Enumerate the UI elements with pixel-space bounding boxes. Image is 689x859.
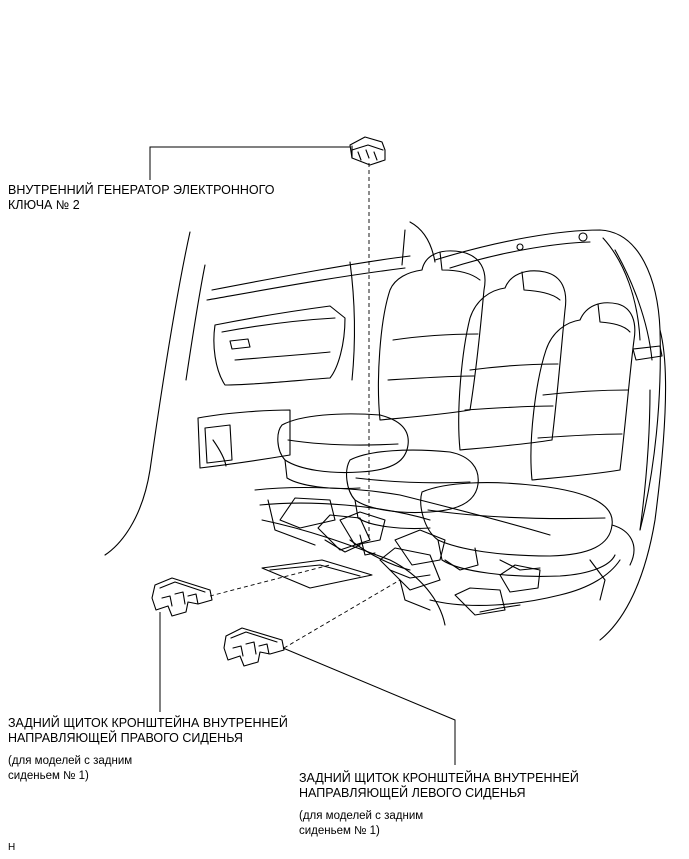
generator-label: ВНУТРЕННИЙ ГЕНЕРАТОР ЭЛЕКТРОННОГО КЛЮЧА … <box>8 183 274 213</box>
floor-mat <box>261 559 373 589</box>
right-cover-note: (для моделей с задним сиденьем № 1) <box>8 754 132 784</box>
right-cover-label: ЗАДНИЙ ЩИТОК КРОНШТЕЙНА ВНУТРЕННЕЙ НАПРА… <box>8 716 288 746</box>
left-cover-label-line2: НАПРАВЛЯЮЩЕЙ ЛЕВОГО СИДЕНЬЯ <box>299 786 526 800</box>
seat-brackets <box>339 511 606 601</box>
corner-mark: H <box>8 842 16 853</box>
right-cover-note-line2: сиденьем № 1) <box>8 770 89 782</box>
generator-label-line2: КЛЮЧА № 2 <box>8 198 80 212</box>
left-rail-cover-part <box>223 627 285 667</box>
leader-lines <box>149 146 456 765</box>
left-cover-label-line1: ЗАДНИЙ ЩИТОК КРОНШТЕЙНА ВНУТРЕННЕЙ <box>299 771 579 785</box>
key-generator-part <box>349 136 386 166</box>
left-cover-label: ЗАДНИЙ ЩИТОК КРОНШТЕЙНА ВНУТРЕННЕЙ НАПРА… <box>299 771 579 801</box>
door-trim <box>197 261 355 469</box>
left-cover-note: (для моделей с задним сиденьем № 1) <box>299 809 423 839</box>
left-cover-note-line1: (для моделей с задним <box>299 810 424 822</box>
floor-rails <box>254 486 621 626</box>
right-cover-label-line1: ЗАДНИЙ ЩИТОК КРОНШТЕЙНА ВНУТРЕННЕЙ <box>8 716 288 730</box>
right-cover-note-line1: (для моделей с задним <box>8 755 133 767</box>
seat-cushions <box>277 413 635 577</box>
dashed-guides <box>209 163 401 649</box>
left-cover-note-line2: сиденьем № 1) <box>299 825 380 837</box>
right-rail-cover-part <box>151 577 213 617</box>
right-cover-label-line2: НАПРАВЛЯЮЩЕЙ ПРАВОГО СИДЕНЬЯ <box>8 731 243 745</box>
car-body-outline <box>104 221 667 641</box>
seat-backs <box>377 250 636 481</box>
generator-label-line1: ВНУТРЕННИЙ ГЕНЕРАТОР ЭЛЕКТРОННОГО <box>8 183 275 197</box>
